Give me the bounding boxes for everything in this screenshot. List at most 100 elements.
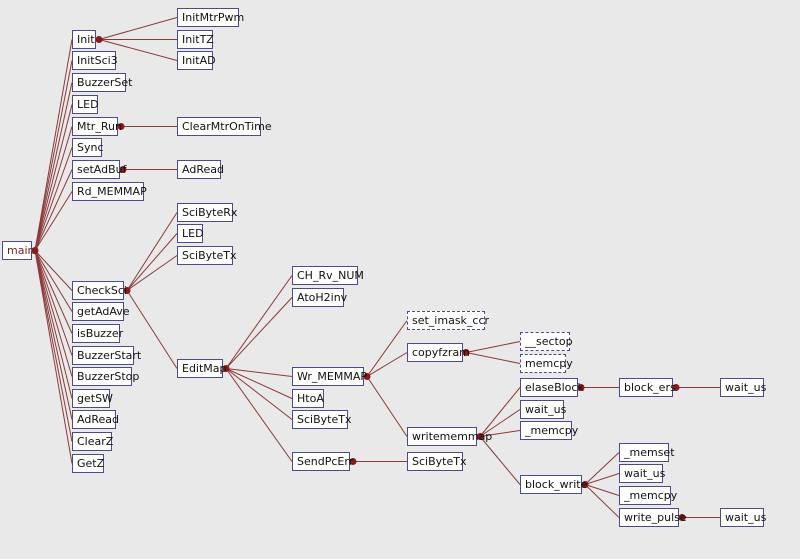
node-ch-rv-num[interactable]: CH_Rv_NUM (292, 266, 364, 285)
node-set-imask-ccr[interactable]: set_imask_ccr (407, 311, 489, 330)
node-getsw[interactable]: getSW (72, 389, 113, 408)
node-write-pulse[interactable]: write_pulse (619, 508, 687, 527)
node-checksci[interactable]: CheckSci (72, 281, 127, 300)
node-init[interactable]: Init (72, 30, 96, 49)
call-edge (225, 368, 293, 462)
node-elaseblock[interactable]: elaseBlock (520, 378, 584, 397)
call-dot (31, 247, 39, 254)
call-edge (126, 255, 178, 291)
node-clearmtrontime[interactable]: ClearMtrOnTime (177, 117, 272, 136)
call-edge (34, 147, 73, 251)
call-edge (34, 250, 73, 334)
call-edge (584, 484, 620, 518)
call-edge (479, 409, 521, 437)
node-htoa[interactable]: HtoA (292, 389, 324, 408)
node-memcpy[interactable]: memcpy (520, 354, 573, 373)
call-dot (95, 36, 103, 43)
node-block-ers[interactable]: block_ers (619, 378, 676, 397)
node-getadave[interactable]: getAdAve (72, 302, 130, 321)
call-edge (465, 352, 521, 364)
node-wait-us[interactable]: wait_us (720, 378, 766, 397)
node-scibytetx[interactable]: SciByteTx (407, 452, 466, 471)
node-clearz[interactable]: ClearZ (72, 432, 113, 451)
node-initad[interactable]: InitAD (177, 51, 216, 70)
call-edge (34, 250, 73, 356)
node-sectop[interactable]: __sectop (520, 332, 573, 351)
node-main[interactable]: main (2, 241, 34, 260)
node-buzzerstart[interactable]: BuzzerStart (72, 346, 141, 365)
node-block-write[interactable]: block_write (520, 475, 587, 494)
call-edge (225, 368, 293, 377)
node-initsci3[interactable]: InitSci3 (72, 51, 118, 70)
node-scibytetx[interactable]: SciByteTx (177, 246, 236, 265)
call-edge (34, 250, 73, 464)
call-dot (581, 481, 589, 488)
call-edge (34, 104, 73, 251)
call-edge (34, 250, 73, 442)
call-edge (34, 250, 73, 291)
call-edge (225, 368, 293, 399)
call-dot (119, 166, 127, 173)
call-dot (672, 384, 680, 391)
call-edge (584, 452, 620, 485)
call-dot (117, 123, 125, 130)
node-sync[interactable]: Sync (72, 138, 104, 157)
node-sendpcerr[interactable]: SendPcErr (292, 452, 353, 471)
node-getz[interactable]: GetZ (72, 454, 104, 473)
call-dot (363, 373, 371, 380)
call-dot (349, 458, 357, 465)
node-adread[interactable]: AdRead (177, 160, 224, 179)
node-memcpy[interactable]: _memcpy (619, 486, 677, 505)
node-editmap[interactable]: EditMap (177, 359, 227, 378)
call-edge (225, 275, 293, 369)
node-led[interactable]: LED (72, 95, 99, 114)
node-copyfzram[interactable]: copyfzram (407, 343, 470, 362)
call-edge (126, 290, 178, 369)
call-edge (34, 60, 73, 251)
node-scibytetx[interactable]: SciByteTx (292, 410, 351, 429)
node-led[interactable]: LED (177, 224, 204, 243)
call-edge (584, 484, 620, 496)
node-buzzerset[interactable]: BuzzerSet (72, 73, 132, 92)
node-inittz[interactable]: InitTZ (177, 30, 214, 49)
node-buzzerstop[interactable]: BuzzerStop (72, 367, 139, 386)
call-edge (34, 126, 73, 251)
call-dot (123, 287, 131, 294)
call-edge (34, 250, 73, 420)
call-dot (462, 349, 470, 356)
call-edge (34, 250, 73, 399)
node-wait-us[interactable]: wait_us (720, 508, 766, 527)
call-edge (479, 436, 521, 485)
call-edge (34, 191, 73, 251)
call-edge (225, 297, 293, 369)
node-wait-us[interactable]: wait_us (619, 464, 665, 483)
node-wait-us[interactable]: wait_us (520, 400, 566, 419)
call-edge (98, 39, 178, 61)
node-scibyterx[interactable]: SciByteRx (177, 203, 237, 222)
call-dot (476, 433, 484, 440)
call-edge (34, 250, 73, 312)
node-wr-memmap[interactable]: Wr_MEMMAP (292, 367, 367, 386)
node-writememmap[interactable]: writememmap (407, 427, 492, 446)
node-memcpy[interactable]: _memcpy (520, 421, 578, 440)
call-dot (222, 365, 230, 372)
call-edge (479, 387, 521, 437)
call-edge (366, 352, 408, 377)
call-edge (34, 250, 73, 377)
node-memset[interactable]: _memset (619, 443, 675, 462)
node-initmtrpwm[interactable]: InitMtrPwm (177, 8, 244, 27)
call-edge (584, 473, 620, 485)
call-edge (34, 169, 73, 251)
call-edge (366, 320, 408, 377)
call-dot (678, 514, 686, 521)
node-adread[interactable]: AdRead (72, 410, 119, 429)
node-atoh2inv[interactable]: AtoH2inv (292, 288, 347, 307)
call-edge (98, 17, 178, 40)
node-isbuzzer[interactable]: isBuzzer (72, 324, 123, 343)
node-rd-memmap[interactable]: Rd_MEMMAP (72, 182, 147, 201)
call-edge (465, 341, 521, 353)
node-mtr-run[interactable]: Mtr_Run (72, 117, 122, 136)
node-setadbuf[interactable]: setAdBuf (72, 160, 127, 179)
